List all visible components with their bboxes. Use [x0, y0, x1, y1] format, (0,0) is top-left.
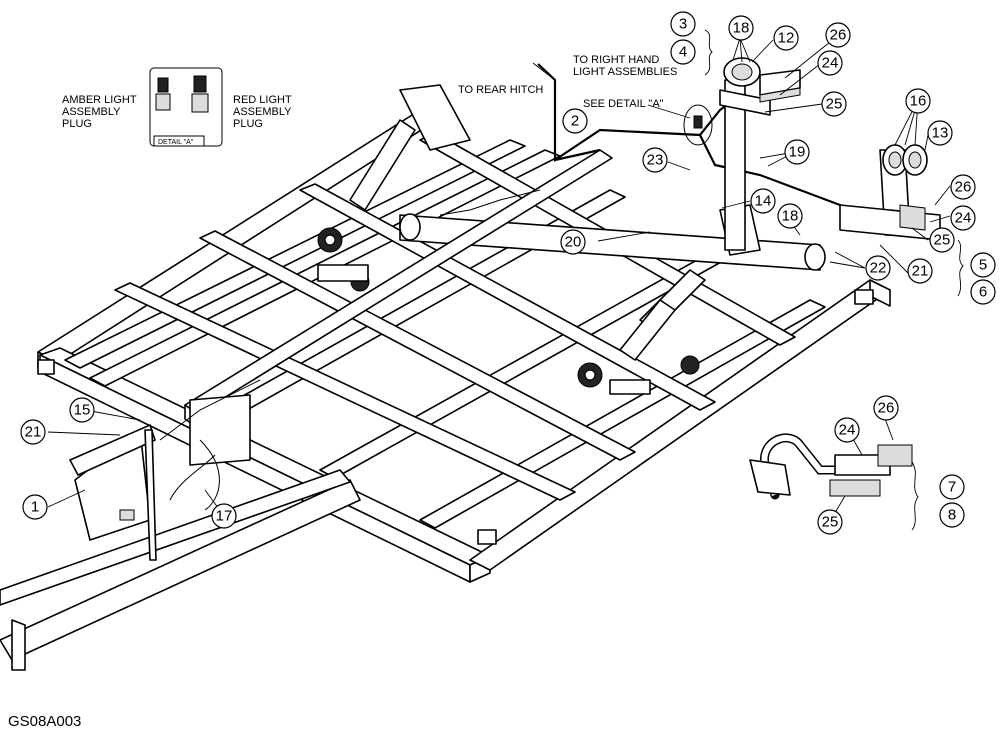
svg-text:1: 1 [31, 499, 39, 516]
svg-text:7: 7 [948, 479, 956, 496]
callout-braces [704, 29, 964, 531]
svg-text:17: 17 [216, 508, 233, 525]
detail-a-bubble [683, 104, 713, 146]
callout-6: 6 [970, 279, 996, 305]
svg-text:14: 14 [755, 193, 772, 210]
detail-a-inset: DETAIL "A" [149, 67, 223, 147]
callout-18-mid: 18 [777, 203, 803, 229]
callout-24-top: 24 [817, 50, 843, 76]
svg-text:16: 16 [910, 93, 927, 110]
detail-a-caption: DETAIL "A" [158, 139, 194, 146]
svg-text:18: 18 [733, 20, 750, 37]
svg-text:21: 21 [912, 263, 929, 280]
svg-text:3: 3 [679, 16, 687, 33]
hitch-tongue [0, 394, 361, 671]
callout-25-bottom: 25 [817, 509, 843, 535]
callout-14: 14 [750, 188, 776, 214]
callout-3: 3 [670, 11, 696, 37]
callout-21-right: 21 [907, 258, 933, 284]
rear-hitch-note: TO REAR HITCH [458, 84, 543, 96]
callout-4: 4 [670, 39, 696, 65]
callout-17: 17 [211, 503, 237, 529]
svg-text:26: 26 [830, 27, 847, 44]
svg-text:18: 18 [782, 208, 799, 225]
callouts: 3 4 18 12 26 24 25 2 16 13 19 23 14 26 1… [20, 11, 996, 535]
callout-1: 1 [22, 494, 48, 520]
svg-text:21: 21 [25, 424, 42, 441]
svg-text:4: 4 [679, 44, 687, 61]
svg-text:20: 20 [565, 234, 582, 251]
callout-18-top: 18 [728, 15, 754, 41]
callout-20: 20 [560, 229, 586, 255]
callout-2: 2 [562, 108, 588, 134]
svg-text:13: 13 [932, 125, 949, 142]
svg-text:22: 22 [870, 260, 887, 277]
svg-text:24: 24 [822, 55, 839, 72]
callout-8: 8 [939, 502, 965, 528]
callout-24-mid: 24 [950, 205, 976, 231]
callout-24-bottom: 24 [834, 417, 860, 443]
svg-text:25: 25 [934, 232, 951, 249]
callout-21-left: 21 [20, 419, 46, 445]
svg-text:12: 12 [778, 30, 795, 47]
callout-19: 19 [784, 139, 810, 165]
right-light-assembly [839, 144, 941, 241]
callout-5: 5 [970, 252, 996, 278]
callout-15: 15 [69, 397, 95, 423]
callout-12: 12 [773, 25, 799, 51]
svg-text:24: 24 [955, 210, 972, 227]
callout-26-bottom: 26 [873, 395, 899, 421]
svg-text:2: 2 [571, 113, 579, 130]
svg-text:25: 25 [826, 96, 843, 113]
svg-text:6: 6 [979, 284, 987, 301]
svg-text:23: 23 [647, 152, 664, 169]
callout-22: 22 [865, 255, 891, 281]
callout-26-top: 26 [825, 22, 851, 48]
callout-23: 23 [642, 147, 668, 173]
drawing-code: GS08A003 [8, 713, 81, 730]
callout-26-mid: 26 [950, 174, 976, 200]
svg-text:5: 5 [979, 257, 987, 274]
callout-25-top: 25 [821, 91, 847, 117]
svg-text:25: 25 [822, 514, 839, 531]
frame-structure [37, 109, 891, 583]
svg-text:26: 26 [955, 179, 972, 196]
callout-7: 7 [939, 474, 965, 500]
optional-light-bracket [749, 433, 913, 500]
svg-text:24: 24 [839, 422, 856, 439]
callout-16: 16 [905, 88, 931, 114]
see-detail-note: SEE DETAIL "A" [583, 98, 664, 110]
svg-text:19: 19 [789, 144, 806, 161]
svg-text:8: 8 [948, 507, 956, 524]
callout-13: 13 [927, 120, 953, 146]
svg-text:15: 15 [74, 402, 91, 419]
svg-text:26: 26 [878, 400, 895, 417]
callout-25-mid: 25 [929, 227, 955, 253]
